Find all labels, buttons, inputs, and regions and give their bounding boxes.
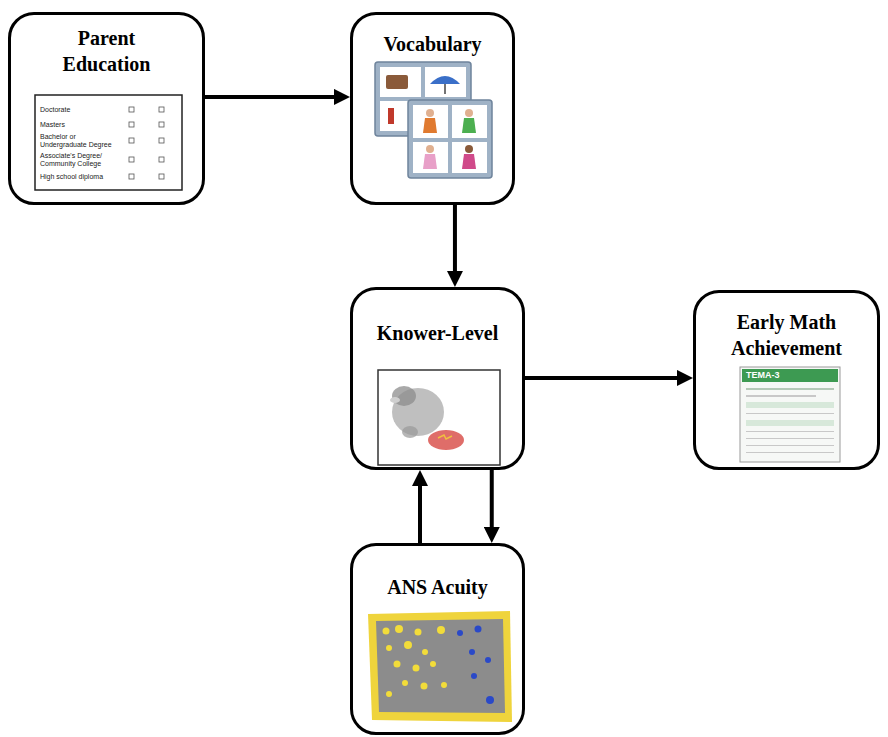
node-title: Knower-Level [358, 320, 518, 346]
form-option: Bachelor or Undergraduate Degree [40, 133, 122, 149]
form-title: TEMA-3 [746, 370, 806, 380]
arrow-connector [205, 95, 334, 99]
form-option: Associate's Degree/ Community College [40, 152, 120, 168]
form-option: Doctorate [40, 106, 122, 114]
process-box: Parent Education [8, 12, 205, 205]
process-box: Early Math Achievement [693, 290, 880, 470]
arrow-connector [490, 470, 494, 527]
vocabulary-cards [375, 62, 492, 178]
node-title: ANS Acuity [358, 574, 518, 600]
form-option: Masters [40, 121, 122, 129]
process-box: ANS Acuity [350, 543, 525, 735]
form-option: High school diploma [40, 173, 124, 181]
tema-form [740, 367, 840, 462]
ans-dots [368, 611, 512, 722]
arrow-connector [453, 205, 457, 271]
node-title: Early Math Achievement [707, 309, 867, 361]
node-title: Vocabulary [358, 31, 508, 57]
arrow-connector [418, 486, 422, 543]
node-title: Parent Education [42, 25, 172, 77]
process-box: Vocabulary [350, 12, 515, 205]
process-box: Knower-Level [350, 287, 525, 470]
education-form [35, 95, 182, 190]
knower-photo [378, 370, 500, 465]
arrow-connector [525, 376, 677, 380]
